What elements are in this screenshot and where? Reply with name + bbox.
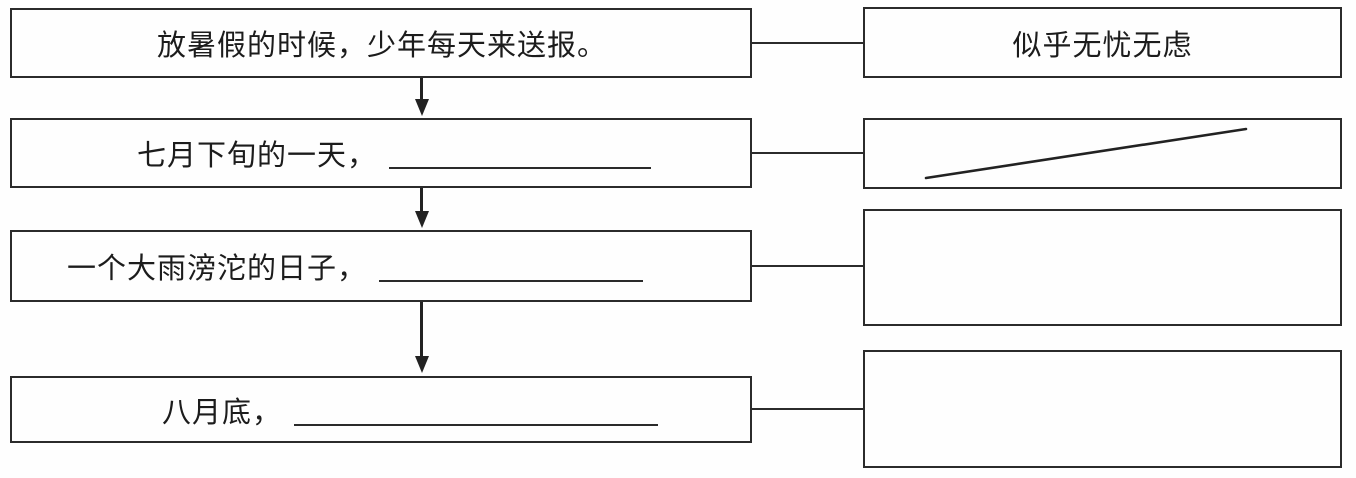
- down-arrow-3: [414, 302, 429, 373]
- answer-box-carefree: 似乎无忧无虑: [863, 7, 1342, 78]
- answer-box-4: [863, 350, 1342, 468]
- connector-line-4: [752, 408, 863, 410]
- connector-line-3: [752, 265, 863, 267]
- arrowhead-icon: [414, 356, 429, 373]
- event-text: 放暑假的时候，少年每天来送报。: [157, 30, 608, 62]
- answer-box-2: [863, 118, 1342, 189]
- diagonal-stroke-mark: [924, 127, 1248, 180]
- arrowhead-icon: [414, 99, 429, 116]
- event-box-rainy-day: 一个大雨滂沱的日子，: [10, 230, 752, 302]
- event-text: 一个大雨滂沱的日子，: [67, 253, 368, 285]
- arrowhead-icon: [414, 211, 429, 228]
- event-box-end-of-august: 八月底，: [10, 376, 752, 443]
- down-arrow-2: [414, 188, 429, 228]
- fill-in-blank: [294, 393, 659, 426]
- fill-in-blank: [389, 137, 652, 170]
- answer-text: 似乎无忧无虑: [1012, 29, 1193, 62]
- fill-in-blank: [379, 250, 644, 283]
- down-arrow-1: [414, 78, 429, 116]
- connector-line-2: [752, 152, 863, 154]
- event-box-late-july: 七月下旬的一天，: [10, 118, 752, 188]
- event-text: 八月底，: [162, 396, 283, 429]
- event-text: 七月下旬的一天，: [137, 140, 378, 172]
- event-box-summer-vacation: 放暑假的时候，少年每天来送报。: [10, 8, 752, 78]
- answer-box-3: [863, 209, 1342, 326]
- connector-line-1: [752, 42, 863, 44]
